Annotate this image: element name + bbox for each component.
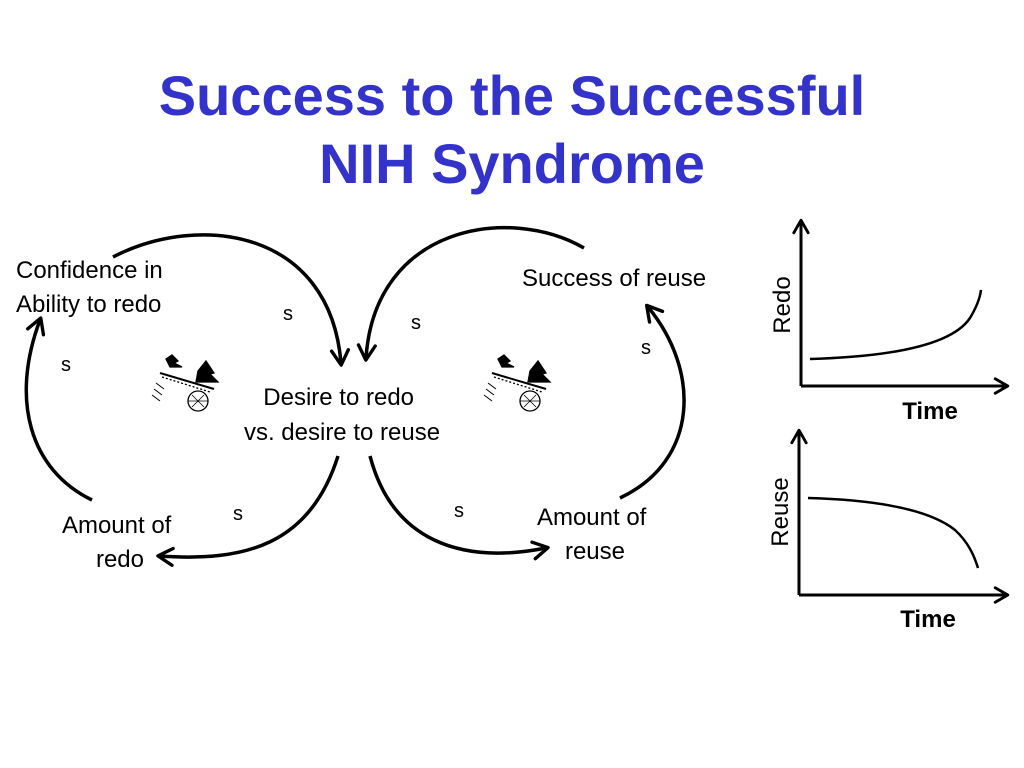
title-line-1: Success to the Successful <box>158 64 866 127</box>
node-confidence: Confidence in Ability to redo <box>16 257 169 318</box>
arrow-confidence-to-desire <box>112 233 351 367</box>
node-amount-redo-line-1: Amount of <box>62 512 172 539</box>
polarity-success-reuse-to-desire: s <box>411 312 421 334</box>
node-amount-reuse: Amount of reuse <box>537 504 653 565</box>
arrow-amount-reuse-to-success-reuse <box>619 303 686 500</box>
chart-redo-xlabel: Time <box>902 398 958 425</box>
node-amount-reuse-line-1: Amount of <box>537 504 647 531</box>
chart-reuse-ylabel: Reuse <box>767 477 794 546</box>
chart-redo-curve <box>809 289 983 361</box>
arrow-success-reuse-to-desire <box>356 225 585 362</box>
polarity-desire-to-amount-redo: s <box>233 503 243 525</box>
arrow-desire-to-amount-reuse <box>368 455 550 561</box>
page-title: Success to the Successful NIH Syndrome <box>0 62 1024 198</box>
polarity-desire-to-amount-reuse: s <box>454 500 464 522</box>
chart-reuse-xlabel: Time <box>900 606 956 633</box>
seesaw-icon <box>483 354 552 412</box>
chart-reuse-curve <box>807 496 980 569</box>
node-desire-line-2: vs. desire to reuse <box>244 419 440 446</box>
polarity-amount-redo-to-confidence: s <box>61 354 71 376</box>
node-amount-reuse-line-2: reuse <box>565 538 625 565</box>
polarity-amount-reuse-to-success-reuse: s <box>641 337 651 359</box>
node-desire-line-1: Desire to redo <box>263 384 414 411</box>
polarity-confidence-to-desire: s <box>283 303 293 325</box>
chart-redo-ylabel: Redo <box>769 276 796 333</box>
trend-chart-redo: Redo Time <box>769 218 1010 425</box>
seesaw-icon <box>151 354 220 412</box>
arrow-desire-to-amount-redo <box>156 455 340 567</box>
title-line-2: NIH Syndrome <box>319 132 705 195</box>
node-amount-redo: Amount of redo <box>62 512 178 573</box>
node-amount-redo-line-2: redo <box>96 546 144 573</box>
node-success-reuse: Success of reuse <box>522 265 706 292</box>
node-confidence-line-1: Confidence in <box>16 257 163 284</box>
node-confidence-line-2: Ability to redo <box>16 291 161 318</box>
trend-chart-reuse: Reuse Time <box>767 428 1010 633</box>
node-desire: Desire to redo vs. desire to reuse <box>244 384 440 446</box>
arrow-amount-redo-to-confidence <box>24 316 93 502</box>
